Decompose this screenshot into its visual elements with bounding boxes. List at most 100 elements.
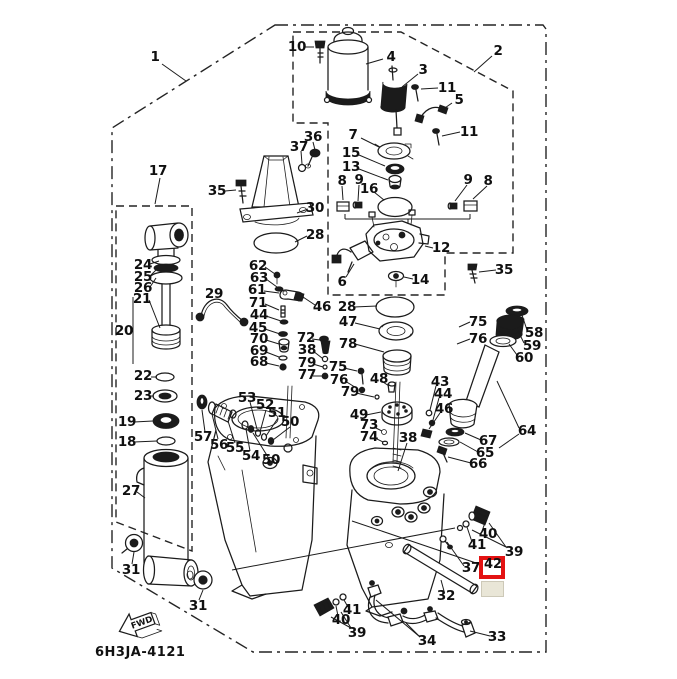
leader-line [136, 491, 146, 499]
leader-line [312, 350, 323, 359]
part-label-31: 31 [122, 562, 140, 578]
o-ring-16 [377, 196, 413, 218]
part-label-42: 42 [484, 557, 503, 572]
seal-47 [378, 321, 414, 341]
part-label-59: 59 [523, 338, 541, 354]
part-label-41: 41 [468, 537, 486, 553]
leader-line [148, 299, 161, 329]
plug-group-left [313, 593, 347, 617]
leader-line [397, 442, 408, 472]
part-label-29: 29 [205, 286, 223, 302]
bolt-35-left [235, 179, 247, 204]
part-label-8: 8 [337, 173, 346, 189]
highlight-box[interactable]: 42 [479, 556, 505, 579]
leader-line [265, 278, 278, 288]
o-ring-28-lower [375, 296, 415, 318]
part-label-50: 50 [281, 414, 299, 430]
part-label-1: 1 [150, 49, 159, 65]
leader-line [351, 520, 480, 565]
leader-line [311, 338, 321, 341]
leader-line [441, 131, 461, 137]
part-label-37: 37 [462, 560, 480, 576]
motor-assembly-box [292, 31, 514, 296]
leader-line [440, 579, 445, 592]
part-label-77: 77 [298, 367, 316, 383]
leader-line [454, 184, 468, 202]
leader-line [259, 409, 267, 433]
leader-line [131, 551, 135, 565]
leader-line [264, 303, 280, 311]
part-label-43: 43 [431, 374, 449, 390]
bolt-35-right [467, 263, 478, 284]
leader-line [264, 328, 281, 335]
part-label-66: 66 [469, 456, 487, 472]
leader-line [302, 296, 316, 306]
part-label-56: 56 [210, 437, 228, 453]
leader-line [198, 589, 204, 601]
part-label-11: 11 [438, 80, 456, 96]
leader-line [488, 522, 507, 548]
leader-line [466, 526, 473, 543]
leader-line [154, 177, 161, 205]
part-label-78: 78 [339, 336, 357, 352]
leader-line [472, 185, 488, 200]
leader-line [420, 87, 439, 90]
sleeve-78 [382, 349, 412, 376]
leader-line [272, 426, 291, 441]
part-label-31: 31 [189, 598, 207, 614]
electric-motor [314, 26, 373, 106]
part-label-35: 35 [495, 262, 513, 278]
leader-line [149, 267, 159, 277]
part-label-68: 68 [250, 354, 268, 370]
part-label-4: 4 [386, 49, 395, 65]
leader-line [403, 276, 414, 280]
leader-line [161, 63, 187, 82]
part-label-52: 52 [256, 397, 274, 413]
leader-line [441, 102, 453, 111]
leader-line [508, 343, 518, 356]
part-label-70: 70 [250, 331, 268, 347]
part-label-36: 36 [304, 129, 322, 145]
part-label-39: 39 [348, 625, 366, 641]
part-label-73: 73 [360, 417, 378, 433]
leader-line [374, 437, 384, 443]
bolt-10 [314, 40, 326, 49]
leader-line [447, 456, 472, 464]
leader-line [424, 245, 434, 249]
grommet-14 [387, 270, 405, 288]
part-label-49: 49 [350, 407, 368, 423]
part-label-28: 28 [306, 227, 324, 243]
leader-line [373, 426, 383, 432]
leader-line [265, 315, 282, 322]
leader-line [133, 440, 158, 443]
part-label-5: 5 [454, 92, 463, 108]
part-label-11: 11 [460, 124, 478, 140]
part-label-30: 30 [306, 200, 324, 216]
leader-line [358, 168, 389, 181]
leader-line [357, 184, 360, 202]
part-code: 6H3JA-4121 [95, 645, 185, 660]
part-label-75: 75 [329, 359, 347, 375]
leader-line [249, 401, 258, 430]
leader-line [227, 420, 236, 444]
harness-29 [195, 298, 249, 327]
part-label-23: 23 [134, 388, 152, 404]
part-label-71: 71 [249, 295, 267, 311]
part-label-40: 40 [479, 526, 497, 542]
part-label-50: 50 [262, 452, 280, 468]
part-label-79: 79 [341, 384, 359, 400]
part-label-16: 16 [360, 181, 378, 197]
leader-line [296, 208, 309, 214]
part-label-58: 58 [525, 325, 543, 341]
leader-line [345, 263, 355, 278]
trim-cylinder-box [115, 205, 193, 553]
part-label-76: 76 [469, 331, 487, 347]
part-label-20: 20 [115, 323, 133, 339]
part-label-8: 8 [483, 173, 492, 189]
leader-line [264, 266, 276, 275]
armature [380, 65, 408, 136]
pump-plate-49 [381, 401, 413, 446]
leader-line [312, 363, 324, 368]
part-label-39: 39 [505, 544, 523, 560]
part-label-48: 48 [370, 371, 388, 387]
